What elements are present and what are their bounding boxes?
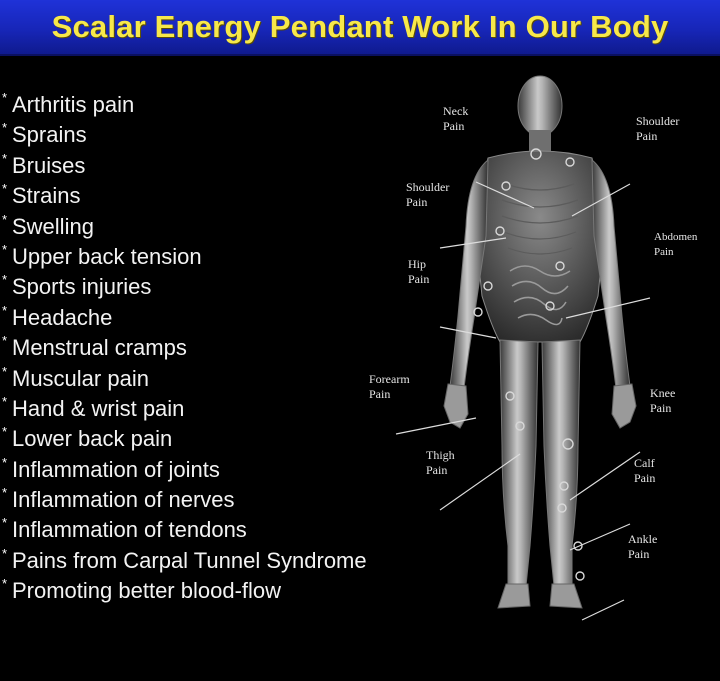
title-banner: Scalar Energy Pendant Work In Our Body — [0, 0, 720, 56]
benefit-label: Menstrual cramps — [12, 335, 187, 361]
benefit-label: Sprains — [12, 122, 87, 148]
page-title: Scalar Energy Pendant Work In Our Body — [51, 9, 669, 44]
asterisk-bullet-icon: * — [2, 241, 8, 257]
asterisk-bullet-icon: * — [2, 363, 8, 379]
list-item: *Lower back pain — [0, 424, 367, 454]
asterisk-bullet-icon: * — [2, 485, 8, 501]
callout-knee-pain: Knee Pain — [650, 386, 676, 415]
benefit-label: Bruises — [12, 152, 86, 178]
benefit-label: Inflammation of nerves — [12, 487, 235, 513]
list-item: *Swelling — [0, 212, 367, 242]
asterisk-bullet-icon: * — [2, 211, 8, 227]
asterisk-bullet-icon: * — [2, 120, 8, 136]
benefit-label: Pains from Carpal Tunnel Syndrome — [12, 547, 367, 573]
asterisk-bullet-icon: * — [2, 150, 8, 166]
benefit-label: Upper back tension — [12, 243, 202, 269]
callout-forearm-pain: Forearm Pain — [369, 372, 410, 401]
list-item: *Headache — [0, 303, 367, 333]
benefit-label: Promoting better blood-flow — [12, 578, 282, 604]
benefit-label: Lower back pain — [12, 426, 173, 452]
asterisk-bullet-icon: * — [2, 424, 8, 440]
asterisk-bullet-icon: * — [2, 181, 8, 197]
callout-ankle-pain: Ankle Pain — [628, 532, 658, 561]
list-item: *Upper back tension — [0, 242, 367, 272]
list-item: *Pains from Carpal Tunnel Syndrome — [0, 546, 367, 576]
asterisk-bullet-icon: * — [2, 302, 8, 318]
list-item: *Menstrual cramps — [0, 333, 367, 363]
callout-hip-pain: Hip Pain — [408, 257, 430, 286]
list-item: *Hand & wrist pain — [0, 394, 367, 424]
benefit-label: Sports injuries — [12, 274, 152, 300]
asterisk-bullet-icon: * — [2, 576, 8, 592]
asterisk-bullet-icon: * — [2, 454, 8, 470]
benefit-label: Strains — [12, 183, 81, 209]
list-item: *Bruises — [0, 151, 367, 181]
list-item: *Inflammation of joints — [0, 455, 367, 485]
asterisk-bullet-icon: * — [2, 272, 8, 288]
benefit-label: Swelling — [12, 213, 94, 239]
benefit-label: Arthritis pain — [12, 92, 135, 117]
benefit-label: Muscular pain — [12, 365, 149, 391]
list-item: *Strains — [0, 181, 367, 211]
list-item: *Inflammation of nerves — [0, 485, 367, 515]
asterisk-bullet-icon: * — [2, 333, 8, 349]
callout-calf-pain: Calf Pain — [634, 456, 656, 485]
callout-shoulder-pain-right: Shoulder Pain — [636, 114, 680, 143]
list-item: * Arthritis pain — [0, 90, 367, 120]
callout-neck-pain: Neck Pain — [443, 104, 469, 133]
benefit-label: Inflammation of joints — [12, 456, 220, 482]
list-item: *Sports injuries — [0, 272, 367, 302]
benefit-label: Headache — [12, 304, 113, 330]
list-item: *Muscular pain — [0, 364, 367, 394]
callout-abdomen-pain: Abdomen Pain — [654, 231, 698, 258]
asterisk-bullet-icon: * — [2, 545, 8, 561]
benefit-label: Hand & wrist pain — [12, 395, 185, 421]
benefits-list: *Arthritis pain *Sprains *Bruises *Strai… — [0, 90, 367, 607]
content-panel: *Arthritis pain *Sprains *Bruises *Strai… — [0, 56, 720, 625]
benefit-label: Inflammation of tendons — [12, 517, 247, 543]
list-item: *Inflammation of tendons — [0, 515, 367, 545]
asterisk-bullet-icon: * — [2, 90, 8, 105]
list-item: *Promoting better blood-flow — [0, 576, 367, 606]
list-item: *Sprains — [0, 120, 367, 150]
callout-thigh-pain: Thigh Pain — [426, 448, 455, 477]
callout-shoulder-pain-left: Shoulder Pain — [406, 180, 450, 209]
asterisk-bullet-icon: * — [2, 393, 8, 409]
asterisk-bullet-icon: * — [2, 515, 8, 531]
